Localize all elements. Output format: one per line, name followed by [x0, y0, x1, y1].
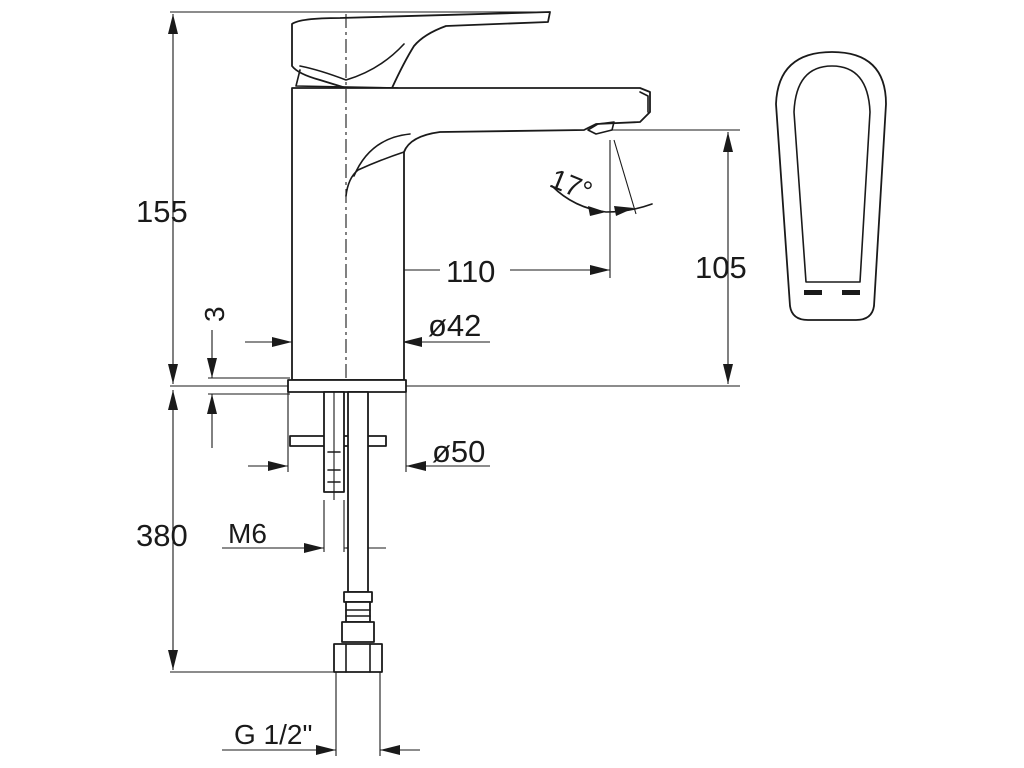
label-thread: M6 [228, 518, 267, 549]
handle-top-view [775, 51, 887, 321]
dim-connection [222, 672, 420, 756]
spray-angle-arc [551, 139, 653, 216]
dim-base-diameter [248, 390, 490, 472]
faucet-body [287, 11, 651, 673]
extension-lines [170, 11, 740, 673]
label-spout-height: 105 [695, 250, 747, 285]
label-spray-angle: 17° [546, 163, 597, 208]
label-spout-reach: 110 [446, 254, 495, 289]
dim-deck-thickness [207, 330, 217, 448]
dim-spout-height [723, 132, 733, 384]
label-total-height: 155 [136, 194, 188, 229]
dim-thread [222, 500, 386, 553]
dim-body-diameter [245, 337, 490, 347]
label-deck-thickness: 3 [199, 306, 230, 322]
label-pipe-length: 380 [136, 518, 188, 553]
label-body-diameter: ø42 [428, 308, 481, 343]
label-base-diameter: ø50 [432, 434, 485, 469]
dim-total-height [168, 14, 178, 384]
dim-pipe-length [168, 390, 178, 670]
label-connection: G 1/2" [234, 719, 312, 750]
